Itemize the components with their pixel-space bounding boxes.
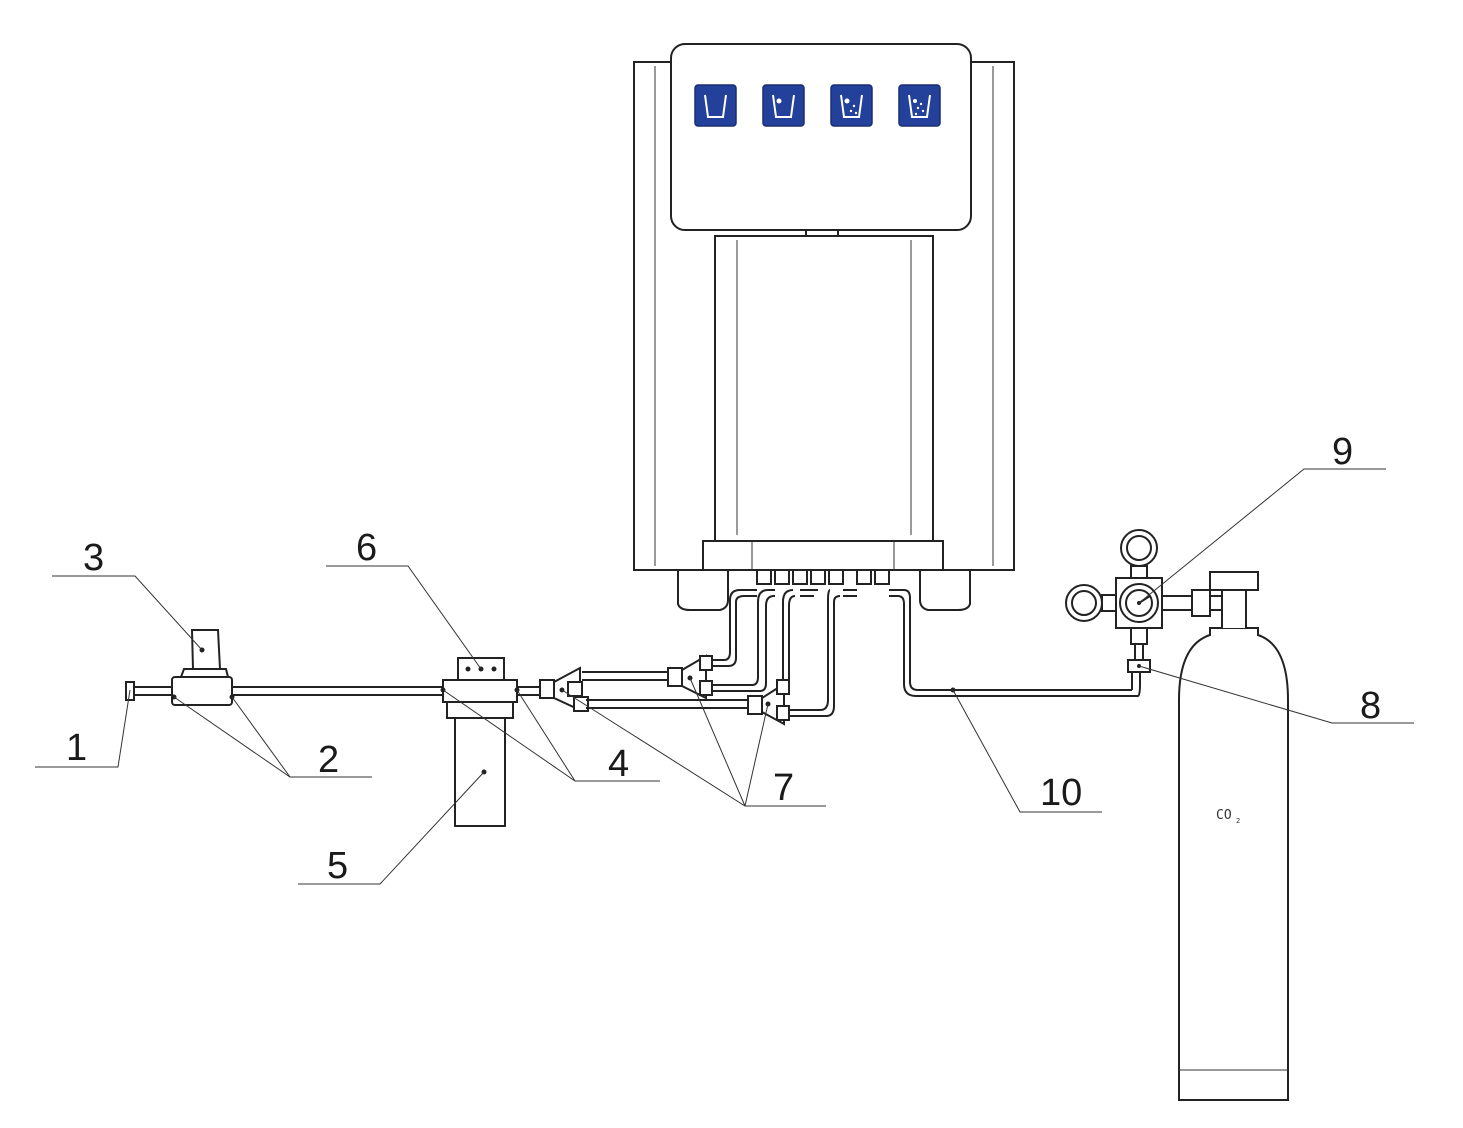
drip-tray — [702, 540, 944, 571]
water-inlet-line — [125, 629, 540, 827]
callout-2: 2 — [318, 739, 339, 781]
button-chilled-sparkling-water[interactable] — [830, 84, 873, 127]
pressure-reducer — [171, 676, 233, 706]
sparkling-water-glass-icon — [908, 94, 931, 118]
dispensing-area — [714, 235, 934, 542]
chilled-sparkling-water-glass-icon — [840, 94, 863, 118]
callout-3: 3 — [83, 537, 104, 579]
foot-left — [677, 569, 729, 611]
filter-cartridge — [454, 717, 506, 827]
button-chilled-water[interactable] — [762, 84, 805, 127]
callout-10: 10 — [1040, 772, 1082, 814]
callout-4: 4 — [608, 743, 629, 785]
outlet-connectors — [756, 569, 890, 585]
cylinder-label: CO — [1216, 808, 1232, 823]
water-dispenser — [633, 43, 1015, 611]
dispenser-tubes — [712, 589, 1138, 717]
callout-numbers: 1 2 3 4 5 6 7 8 9 10 — [66, 431, 1381, 887]
control-panel — [670, 43, 972, 231]
button-still-water[interactable] — [694, 84, 737, 127]
callout-6: 6 — [356, 527, 377, 569]
callout-7: 7 — [773, 767, 794, 809]
tee-splitters — [539, 654, 790, 726]
cylinder-label-subscript: 2 — [1236, 817, 1240, 825]
callout-5: 5 — [327, 845, 348, 887]
chilled-water-glass-icon — [772, 94, 795, 118]
still-water-glass-icon — [704, 94, 727, 118]
callout-leaders — [35, 468, 1414, 885]
callout-9: 9 — [1332, 431, 1353, 473]
button-sparkling-water[interactable] — [898, 84, 941, 127]
callout-1: 1 — [66, 727, 87, 769]
callout-8: 8 — [1360, 685, 1381, 727]
foot-right — [919, 569, 971, 611]
co2-cylinder: CO 2 — [1178, 571, 1289, 1101]
